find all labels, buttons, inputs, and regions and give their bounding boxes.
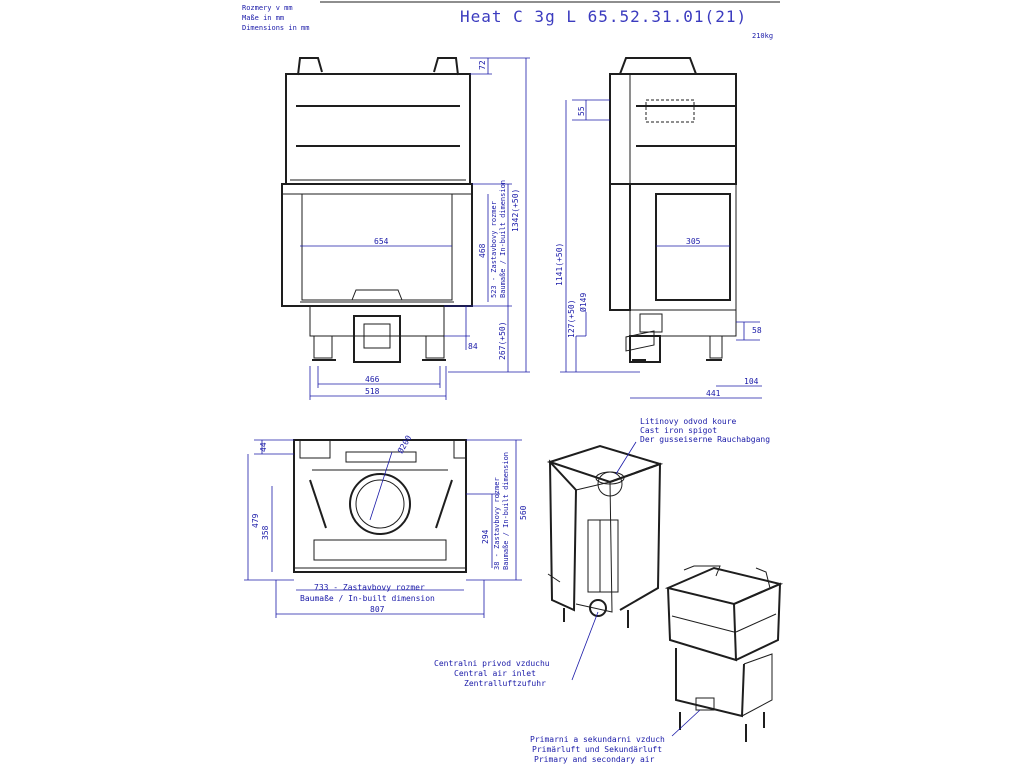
dim-72: 72	[478, 60, 487, 70]
side-view	[609, 57, 737, 363]
front-dimensions	[300, 57, 530, 400]
primary-air-note-cz: Primarni a sekundarni vzduch	[530, 735, 665, 744]
side-dimensions	[560, 99, 762, 399]
units-label-en: Dimensions in mm	[242, 24, 309, 32]
dim-149: Ø149	[578, 293, 588, 312]
dim-468: 468	[478, 243, 487, 258]
inlet-note-cz: Centralni privod vzduchu	[434, 659, 550, 668]
dim-479: 479	[251, 513, 260, 528]
dim-733: 733 - Zastavbovy rozmer	[314, 583, 425, 592]
dim-38: 38 - Zastavbovy rozmer	[493, 477, 501, 570]
spigot-note-de: Der gusseiserne Rauchabgang	[640, 435, 770, 444]
dim-1141: 1141(+50)	[555, 243, 564, 286]
dim-441: 441	[706, 389, 721, 398]
dim-55: 55	[577, 106, 586, 116]
dim-560: 560	[519, 505, 528, 520]
dim-523: 523 - Zastavbovy rozmer	[490, 201, 498, 298]
isometric-view-closed	[664, 565, 784, 742]
spigot-note-cz: Litinovy odvod koure	[640, 417, 737, 426]
units-label-cz: Rozmery v mm	[242, 4, 293, 12]
top-view	[293, 439, 467, 573]
drawing-title: Heat C 3g L 65.52.31.01(21)	[460, 7, 747, 26]
inlet-note-de: Zentralluftzufuhr	[464, 679, 546, 688]
dim-466: 466	[365, 375, 380, 384]
spigot-note-en: Cast iron spigot	[640, 426, 717, 435]
dim-294: 294	[481, 529, 490, 544]
inlet-note-en: Central air inlet	[454, 669, 536, 678]
dim-127: 127(+50)	[567, 299, 576, 338]
weight-label: 210kg	[752, 32, 773, 40]
isometric-view-open	[546, 330, 664, 628]
dim-518: 518	[365, 387, 380, 396]
dim-358: 358	[261, 525, 270, 540]
dim-523-sub: Baumaße / In-built dimension	[499, 180, 507, 298]
dim-654: 654	[374, 237, 389, 246]
dim-44: 44	[259, 442, 268, 452]
front-view	[281, 57, 473, 363]
dim-733-sub: Baumaße / In-built dimension	[300, 594, 435, 603]
units-label-de: Maße in mm	[242, 14, 284, 22]
top-dimensions	[244, 439, 522, 618]
dim-104: 104	[744, 377, 759, 386]
dim-1342: 1342(+50)	[511, 189, 520, 232]
dim-58: 58	[752, 326, 762, 335]
dim-305: 305	[686, 237, 701, 246]
dim-267: 267(+50)	[498, 321, 507, 360]
leader-lines	[571, 441, 701, 737]
primary-air-note-en: Primary and secondary air	[534, 755, 655, 764]
dim-807: 807	[370, 605, 385, 614]
dim-84: 84	[468, 342, 478, 351]
dim-38-sub: Baumaße / In-built dimension	[502, 452, 510, 570]
primary-air-note-de: Primärluft und Sekundärluft	[532, 745, 662, 754]
